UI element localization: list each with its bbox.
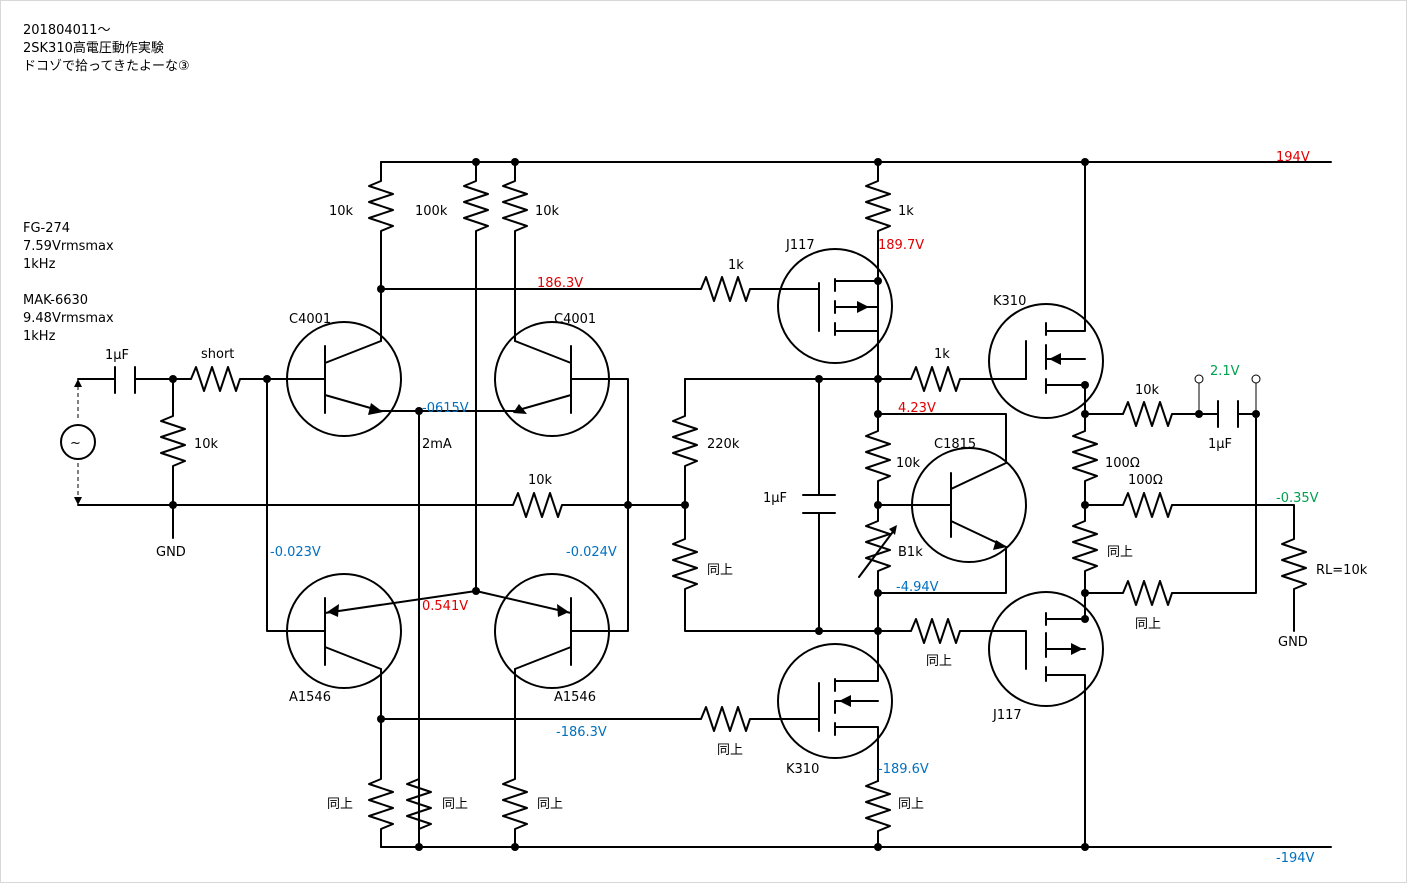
fg-name: FG-274 [23,221,70,236]
r-10k-out-label: 10k [1135,383,1160,398]
transistor-q3 [286,573,477,689]
r-1k-top-label: 1k [898,204,914,219]
j117-out-label: J117 [992,708,1022,723]
q4-label: A1546 [554,690,596,705]
r-bottom-1-label: 同上 [327,797,353,812]
transistor-q4 [475,573,610,689]
r-top-2-label: 100k [415,204,448,219]
short-label: short [201,347,234,362]
input-cap-label: 1μF [105,348,129,363]
r-gate-out-b-label: 同上 [926,654,952,669]
k310-bottom-label: K310 [786,762,819,777]
current-2ma-label: 2mA [422,437,452,452]
j117-top-label: J117 [785,238,815,253]
k310-out-label: K310 [993,294,1026,309]
r-top-1-label: 10k [329,204,354,219]
fg-level: 7.59Vrmsmax [23,239,114,254]
r-bottom-3-label: 同上 [537,797,563,812]
gnd-input-label: GND [156,545,186,560]
transistor-q1 [286,321,402,437]
junction-dots [169,158,1260,851]
header-line-2: 2SK310高電圧動作実験 [23,40,164,56]
mak-name: MAK-6630 [23,293,88,308]
test-point-right-icon[interactable] [1251,374,1261,384]
r-gate-bottom-label: 同上 [717,743,743,758]
v-1897-label: 189.7V [878,238,924,253]
rail-positive-label: 194V [1276,150,1310,165]
fg-freq: 1kHz [23,257,56,272]
sine-symbol-icon: ~ [70,436,81,451]
v-1896-label: -189.6V [878,762,929,777]
jfet-j117-top [777,248,893,380]
test-point-left-icon[interactable] [1194,374,1204,384]
mid-capacitor [802,378,836,632]
v-494-label: -4.94V [896,580,939,595]
mak-freq: 1kHz [23,329,56,344]
mosfet-k310-out [988,161,1104,419]
mak-level: 9.48Vrmsmax [23,311,114,326]
q2-label: C4001 [554,312,596,327]
v-21-label: 2.1V [1210,364,1240,379]
q1-label: C4001 [289,312,331,327]
rail-negative-label: -194V [1276,851,1315,866]
v-0541-label: 0.541V [422,599,468,614]
r-same-b-label: 同上 [1135,617,1161,632]
r-bottom-2-label: 同上 [442,797,468,812]
r-top-3-label: 10k [535,204,560,219]
c1815-label: C1815 [934,437,976,452]
signal-source: ~ [60,379,96,505]
mid-cap-label: 1μF [763,491,787,506]
v-0615-label: -0615V [422,401,469,416]
jfet-j117-out [988,591,1104,848]
output-capacitor [1217,400,1239,428]
q3-label: A1546 [289,690,331,705]
transistor-c1815 [877,447,1027,563]
input-resistor-label: 10k [194,437,219,452]
r-bottom-4-label: 同上 [898,797,924,812]
v-186n-label: -186.3V [556,725,607,740]
v-035-label: -0.35V [1276,491,1319,506]
r-220k-label: 220k [707,437,740,452]
r-100-b-label: 100Ω [1128,473,1163,488]
header-line-1: 201804011～ [23,23,110,38]
out-cap-label: 1μF [1208,437,1232,452]
r-feedback-label: 10k [528,473,553,488]
r-1k-out-label: 1k [934,347,950,362]
mosfet-k310-bottom [777,630,893,782]
r-100-a-label: 100Ω [1105,456,1140,471]
r-1k-j117-label: 1k [728,258,744,273]
r-same-a-label: 同上 [1107,545,1133,560]
input-capacitor [114,366,136,394]
v-423-label: 4.23V [898,401,936,416]
rl-label: RL=10k [1316,563,1368,578]
v-024-label: -0.024V [566,545,617,560]
vr-b1k-label: B1k [898,545,923,560]
v-186p-label: 186.3V [537,276,583,291]
header-line-3: ドコゾで拾ってきたよーな③ [23,59,190,74]
r-220k-b-label: 同上 [707,563,733,578]
gnd-output-label: GND [1278,635,1308,650]
r-10k-vbe-label: 10k [896,456,921,471]
v-023-label: -0.023V [270,545,321,560]
